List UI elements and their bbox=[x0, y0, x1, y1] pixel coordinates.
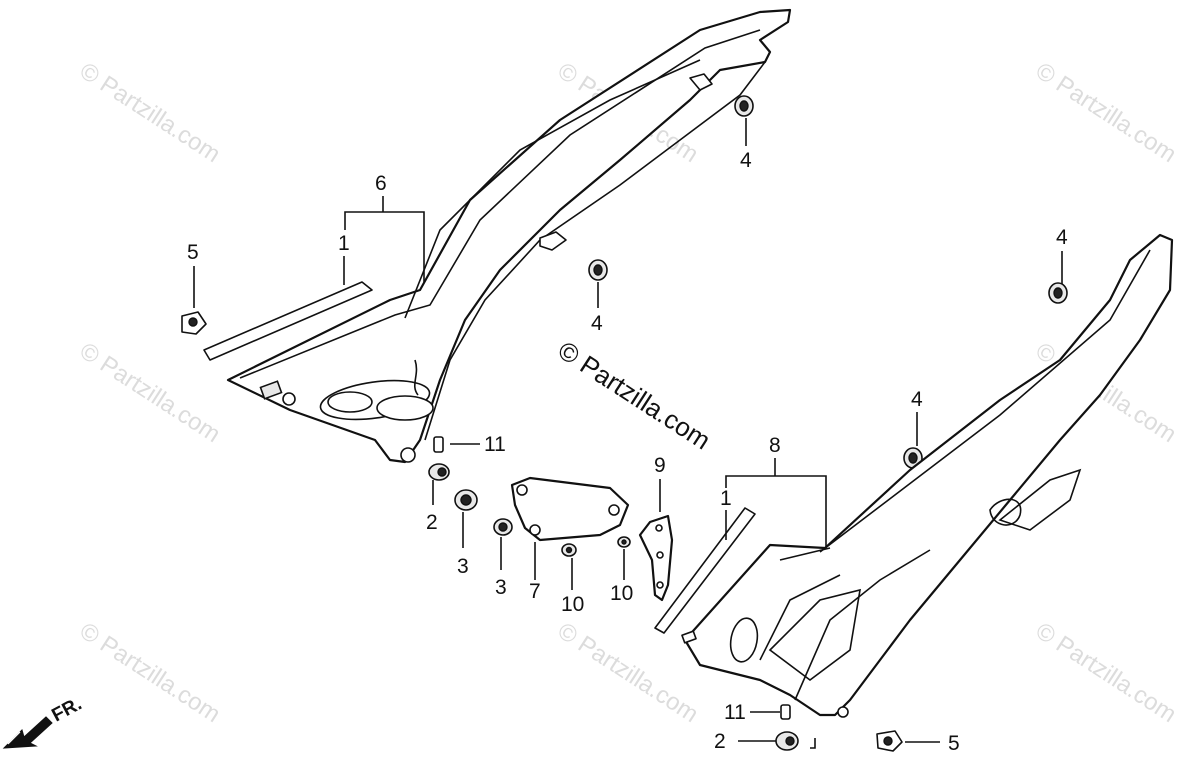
callout-2-left: 2 bbox=[426, 511, 438, 534]
watermark-bot-mid: © Partzilla.com bbox=[553, 617, 703, 728]
left-side-cover bbox=[226, 8, 792, 464]
callout-8: 8 bbox=[769, 434, 781, 457]
collar-11-right bbox=[780, 704, 791, 720]
watermark-mid-left: © Partzilla.com bbox=[75, 337, 225, 448]
callout-4-top-right: 4 bbox=[1056, 226, 1068, 249]
grommet-4a bbox=[734, 95, 754, 117]
callout-1-right: 1 bbox=[720, 487, 732, 510]
grommet-4d bbox=[903, 447, 923, 469]
watermark-bot-right: © Partzilla.com bbox=[1031, 617, 1181, 728]
bolt-2-left bbox=[428, 463, 450, 481]
right-side-cover bbox=[681, 233, 1174, 718]
callout-7: 7 bbox=[529, 580, 541, 603]
watermark-top-right: © Partzilla.com bbox=[1031, 57, 1181, 168]
collar-11-left bbox=[433, 436, 444, 453]
callout-5-right: 5 bbox=[948, 732, 960, 755]
callout-2-right: 2 bbox=[714, 730, 726, 753]
clip-5-left bbox=[181, 311, 207, 335]
watermark-center: © Partzilla.com bbox=[553, 335, 716, 456]
grommet-3b bbox=[493, 518, 513, 536]
callout-6: 6 bbox=[375, 172, 387, 195]
callout-11-right: 11 bbox=[724, 701, 746, 724]
clip-5-right bbox=[876, 730, 903, 752]
bolt-2-right bbox=[775, 731, 799, 751]
watermark-bot-left: © Partzilla.com bbox=[75, 617, 225, 728]
nut-10a bbox=[561, 543, 577, 557]
right-strip bbox=[654, 507, 756, 634]
callout-10-right: 10 bbox=[610, 582, 633, 605]
nut-10b bbox=[617, 536, 631, 548]
grommet-4b bbox=[588, 259, 608, 281]
callout-5-left: 5 bbox=[187, 241, 199, 264]
watermark-top-left: © Partzilla.com bbox=[75, 57, 225, 168]
grommet-3a bbox=[454, 489, 478, 511]
callout-9: 9 bbox=[654, 454, 666, 477]
callout-3-right: 3 bbox=[495, 576, 507, 599]
callout-3-left: 3 bbox=[457, 555, 469, 578]
callout-4-mid-left: 4 bbox=[591, 312, 603, 335]
leader-lines bbox=[193, 118, 1063, 749]
left-strip bbox=[203, 281, 373, 361]
front-label: FR. bbox=[48, 694, 85, 727]
callout-1-left: 1 bbox=[338, 232, 350, 255]
callout-10-left: 10 bbox=[561, 593, 584, 616]
front-arrow-icon bbox=[2, 716, 53, 749]
callout-11-left: 11 bbox=[484, 433, 506, 456]
callout-4-mid-right: 4 bbox=[911, 388, 923, 411]
bracket-7 bbox=[510, 476, 630, 542]
bracket-9 bbox=[638, 514, 674, 602]
grommet-4c bbox=[1048, 282, 1068, 304]
callout-4-top: 4 bbox=[740, 149, 752, 172]
